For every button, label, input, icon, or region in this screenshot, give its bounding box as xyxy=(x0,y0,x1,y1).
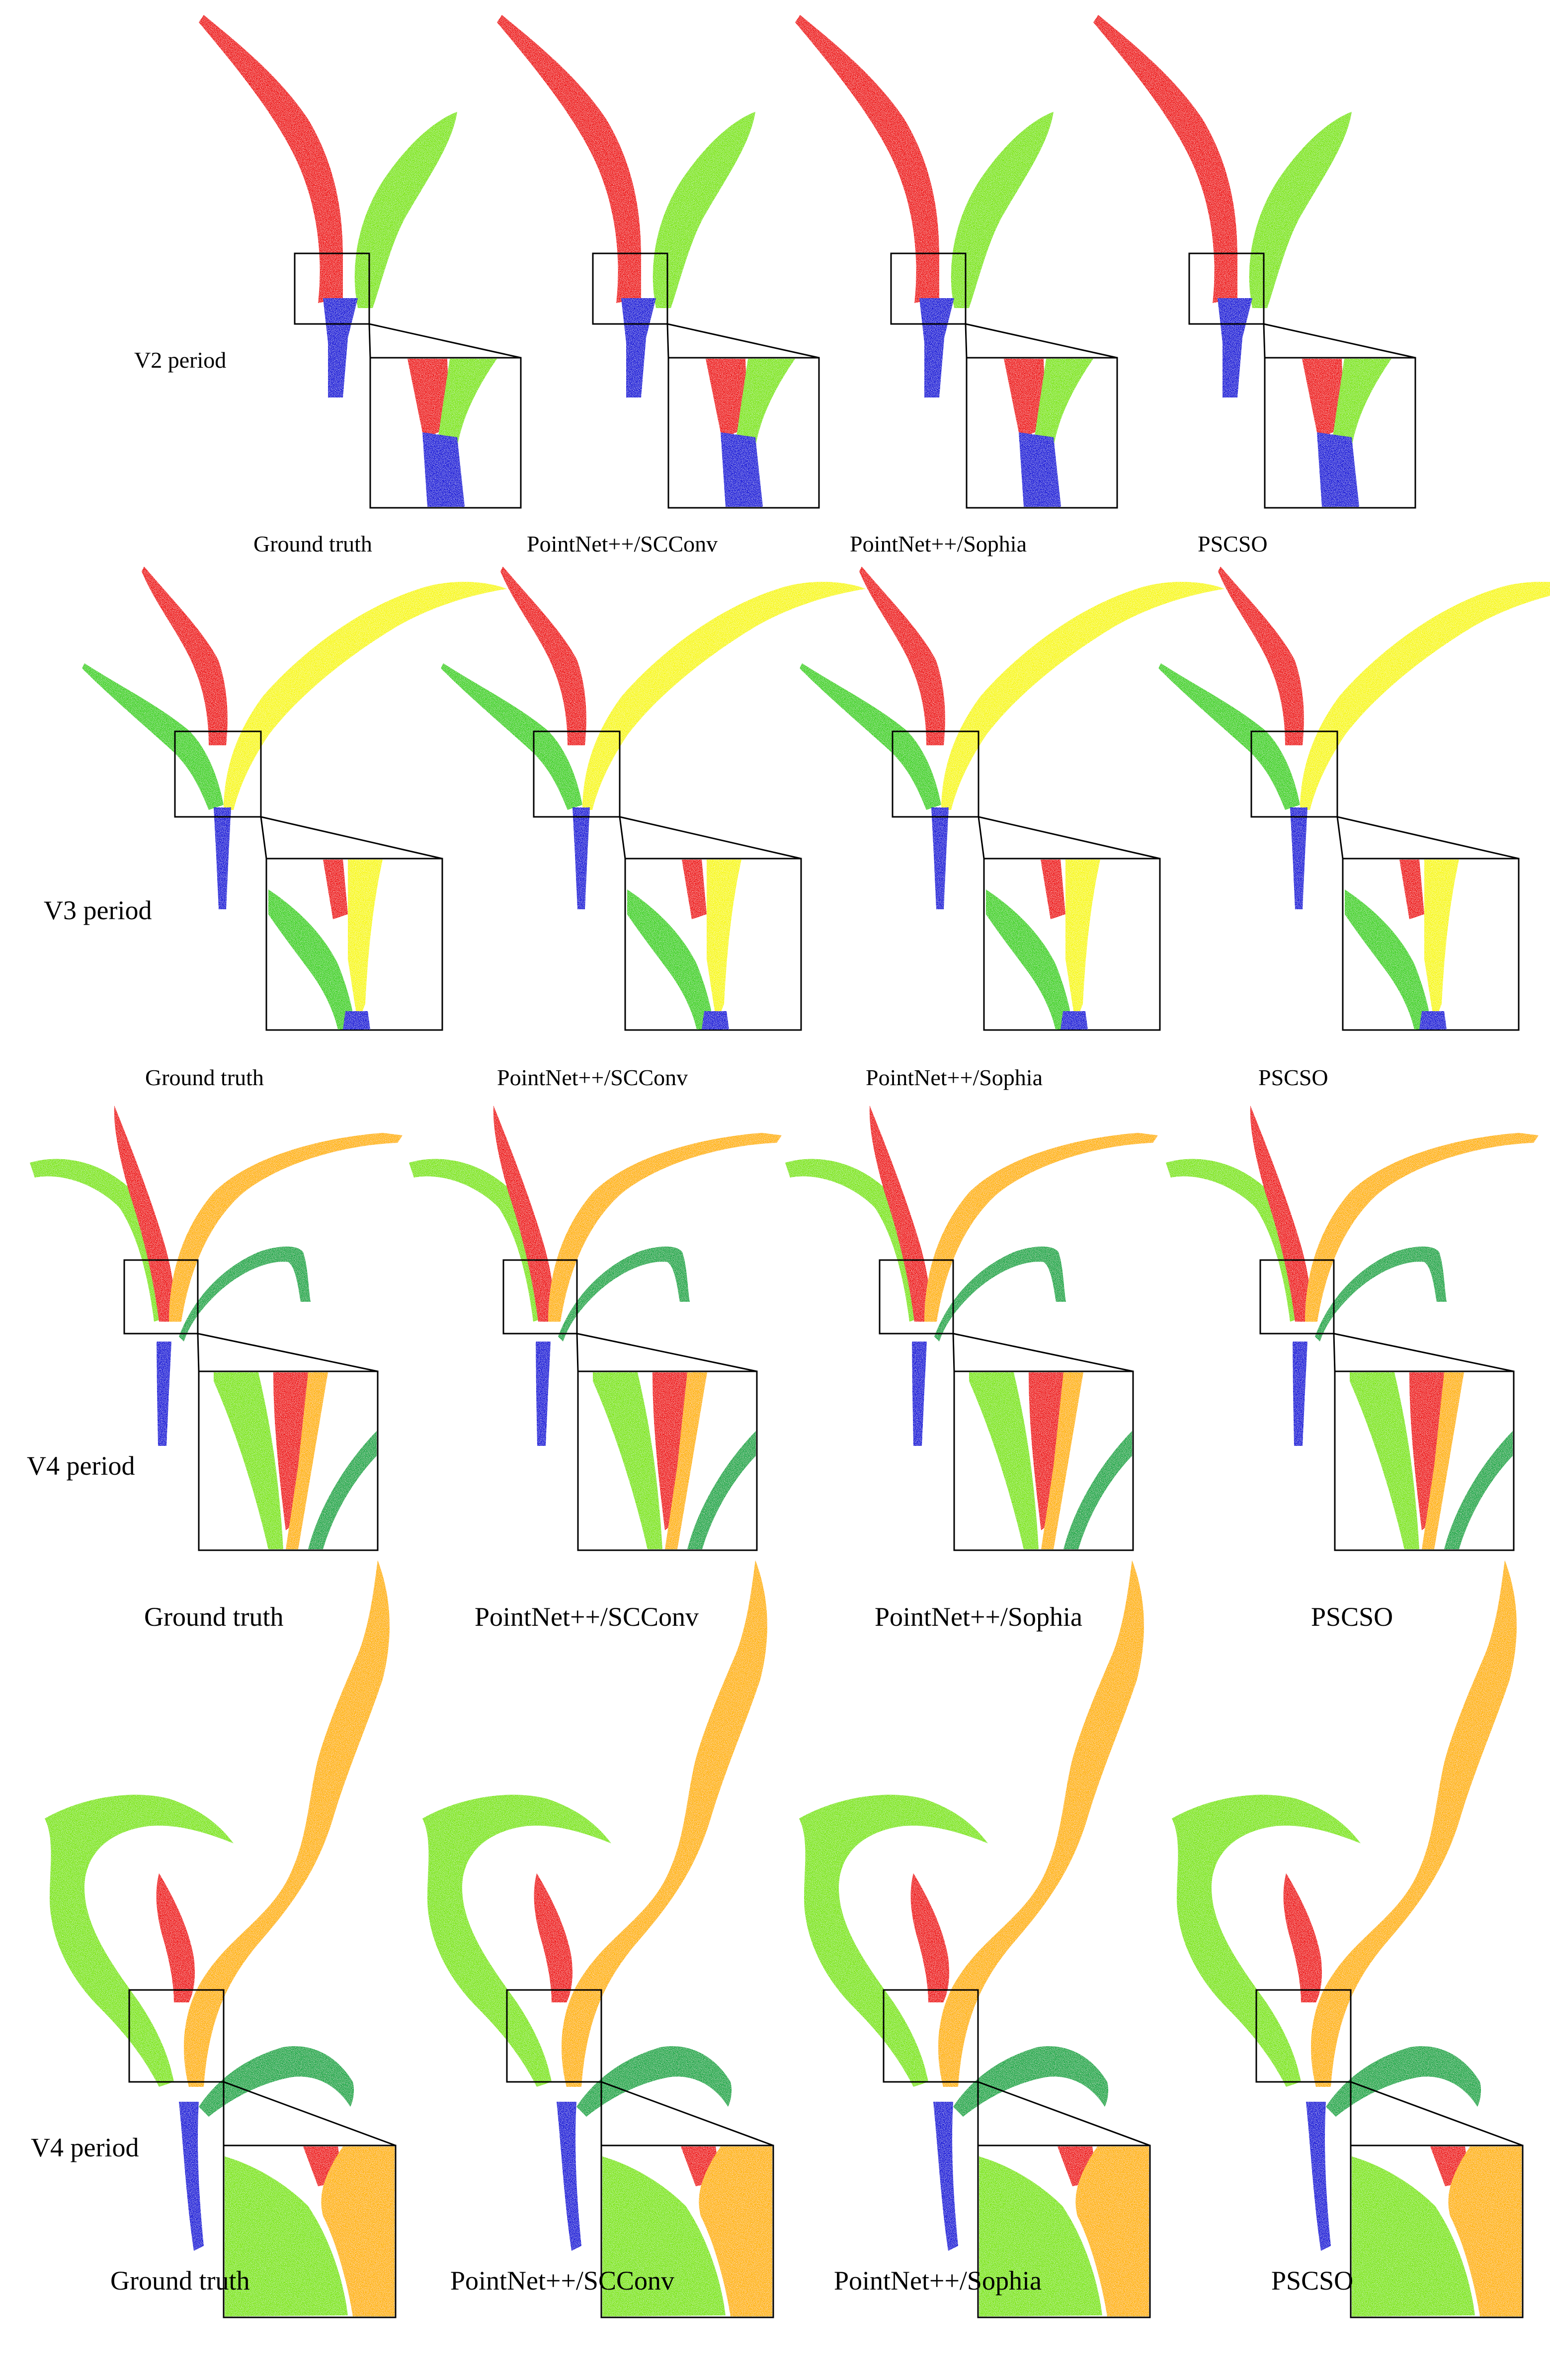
period-label-v4-b: V4 period xyxy=(31,2133,139,2162)
panel-v3-pointnet-scconv: PointNet++/SCConv xyxy=(441,566,866,1090)
panel-v2-pointnet-scconv: PointNet++/SCConv xyxy=(497,15,820,556)
panel-v4b-pointnet-sophia: PointNet++/Sophia xyxy=(799,1560,1151,2318)
method-label: PSCSO xyxy=(1198,531,1268,556)
leaf-red xyxy=(199,15,343,303)
method-label: Ground truth xyxy=(145,1065,264,1090)
method-label: PointNet++/SCConv xyxy=(497,1065,688,1090)
period-label-v3: V3 period xyxy=(44,895,152,925)
method-label: PointNet++/Sophia xyxy=(850,531,1027,556)
stem xyxy=(323,298,358,397)
method-label: PointNet++/Sophia xyxy=(834,2266,1042,2296)
panel-v3-pointnet-sophia: PointNet++/Sophia xyxy=(800,566,1224,1090)
panel-v4b-ground-truth: Ground truth xyxy=(45,1560,397,2318)
panel-v4b-pscso: PSCSO xyxy=(1172,1560,1524,2318)
period-label-v4-a: V4 period xyxy=(27,1451,135,1481)
panel-v2-pointnet-sophia: PointNet++/Sophia xyxy=(795,15,1118,556)
method-label: PointNet++/SCConv xyxy=(475,1602,699,1632)
method-label: PointNet++/Sophia xyxy=(875,1602,1082,1632)
panel-v4a-pointnet-scconv: PointNet++/SCConv xyxy=(409,1106,782,1632)
period-label-v2: V2 period xyxy=(134,347,226,373)
method-label: PSCSO xyxy=(1311,1602,1393,1632)
panel-v2-ground-truth: Ground truth xyxy=(199,15,522,556)
method-label: Ground truth xyxy=(253,531,372,556)
method-label: PointNet++/Sophia xyxy=(866,1065,1043,1090)
panel-v4b-pointnet-scconv: PointNet++/SCConv xyxy=(422,1560,774,2318)
leaf-lime xyxy=(354,112,457,308)
method-label: PointNet++/SCConv xyxy=(527,531,718,556)
method-label: Ground truth xyxy=(110,2266,249,2296)
panel-v3-ground-truth: Ground truth xyxy=(82,566,507,1090)
panel-v4a-ground-truth: Ground truth xyxy=(30,1106,403,1632)
panel-v2-pscso: PSCSO xyxy=(1093,15,1416,556)
method-label: PSCSO xyxy=(1258,1065,1328,1090)
panel-v4a-pointnet-sophia: PointNet++/Sophia xyxy=(785,1106,1158,1632)
method-label: PointNet++/SCConv xyxy=(450,2266,674,2296)
method-label: Ground truth xyxy=(144,1602,283,1632)
panel-v4a-pscso: PSCSO xyxy=(1166,1106,1539,1632)
method-label: PSCSO xyxy=(1271,2266,1353,2296)
panel-v3-pscso: PSCSO xyxy=(1158,566,1550,1090)
